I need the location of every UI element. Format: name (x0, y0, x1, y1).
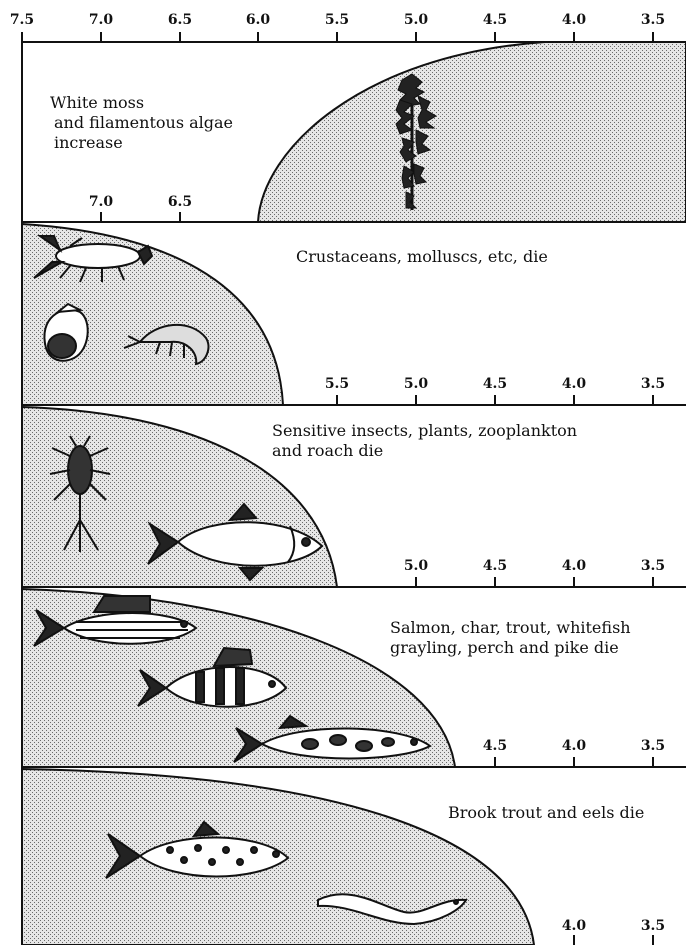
panel-moss-tick-marks (101, 212, 180, 222)
top-axis-tick-label: 3.5 (641, 12, 665, 28)
panel-tick-label: 4.5 (483, 558, 507, 574)
panel-tick-label: 6.5 (168, 194, 192, 210)
panel-moss: White moss and filamentous algae increas… (50, 42, 686, 222)
panel-tick-label: 3.5 (641, 376, 665, 392)
panel-crustaceans: Crustaceans, molluscs, etc, die 5.5 5.0 … (22, 224, 665, 405)
top-axis-tick-label: 6.5 (168, 12, 192, 28)
top-axis-tick-label: 4.0 (562, 12, 587, 28)
panel-tick-label: 4.0 (562, 376, 587, 392)
top-axis-tick-label: 5.0 (404, 12, 429, 28)
panel-salmon-tick-marks (495, 757, 653, 767)
panel-crustaceans-tick-marks (337, 395, 653, 405)
top-axis-tick-label: 7.0 (89, 12, 114, 28)
caption-line: Salmon, char, trout, whitefish (390, 618, 631, 637)
panel-tick-label: 4.5 (483, 738, 507, 754)
top-axis-tick-marks (22, 32, 653, 42)
panel-brook-trout-tick-marks (574, 935, 653, 945)
panel-tick-label: 3.5 (641, 738, 665, 754)
panel-crustaceans-caption: Crustaceans, molluscs, etc, die (296, 247, 548, 266)
panel-tick-label: 4.0 (562, 738, 587, 754)
panel-tick-label: 4.0 (562, 558, 587, 574)
panel-tick-label: 3.5 (641, 918, 665, 934)
caption-line: Crustaceans, molluscs, etc, die (296, 247, 548, 266)
panel-insects: Sensitive insects, plants, zooplankton a… (22, 407, 665, 587)
panel-moss-caption: White moss and filamentous algae increas… (50, 93, 238, 152)
top-axis-tick-label: 4.5 (483, 12, 507, 28)
panel-tick-label: 4.0 (562, 918, 587, 934)
caption-line: and roach die (272, 441, 383, 460)
panel-tick-label: 7.0 (89, 194, 114, 210)
caption-line: grayling, perch and pike die (390, 638, 619, 657)
panel-tick-label: 4.5 (483, 376, 507, 392)
panel-tick-label: 5.5 (325, 376, 349, 392)
panel-salmon-caption: Salmon, char, trout, whitefish grayling,… (390, 618, 636, 657)
panel-brook-trout-caption: Brook trout and eels die (448, 803, 644, 822)
panel-insects-tick-marks (416, 577, 653, 587)
top-axis-tick-label: 6.0 (246, 12, 271, 28)
caption-line: Brook trout and eels die (448, 803, 644, 822)
top-ph-axis: 7.5 7.0 6.5 6.0 5.5 5.0 4.5 4.0 3.5 (10, 12, 686, 42)
moss-increase-region (258, 42, 686, 222)
panel-brook-trout: Brook trout and eels die 4.0 3.5 (22, 769, 665, 945)
top-axis-tick-label: 7.5 (10, 12, 34, 28)
panel-insects-caption: Sensitive insects, plants, zooplankton a… (272, 421, 582, 460)
caption-line: increase (54, 133, 123, 152)
panel-salmon: Salmon, char, trout, whitefish grayling,… (22, 589, 665, 767)
panel-tick-label: 3.5 (641, 558, 665, 574)
panel-tick-label: 5.0 (404, 376, 429, 392)
caption-line: and filamentous algae (54, 113, 233, 132)
panel-tick-label: 5.0 (404, 558, 429, 574)
top-axis-tick-label: 5.5 (325, 12, 349, 28)
caption-line: White moss (50, 93, 144, 112)
caption-line: Sensitive insects, plants, zooplankton (272, 421, 577, 440)
